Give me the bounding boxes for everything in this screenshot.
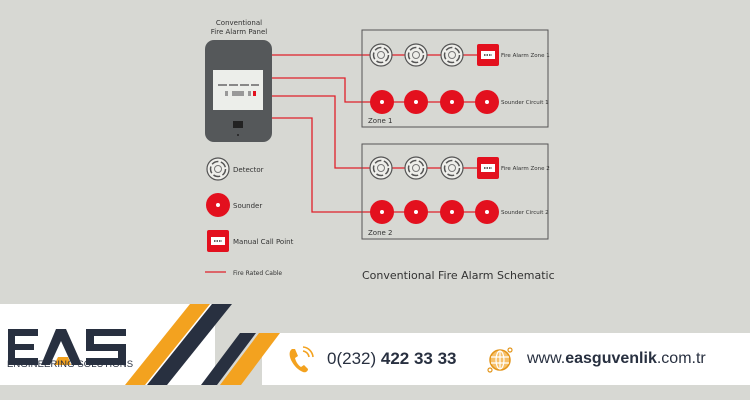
- logo-subtitle: ENGINEERING SOLUTIONS: [7, 359, 134, 370]
- zone1-sounder-label: Sounder Circuit 1: [501, 100, 549, 106]
- phone-icon: [289, 346, 314, 373]
- zone1-detector-label: Fire Alarm Zone 1: [501, 53, 550, 59]
- zone2-box: [361, 143, 549, 240]
- cable-zone1-sounders: [272, 77, 372, 103]
- zone2-label: Zone 2: [368, 229, 393, 237]
- sounder-icon: [370, 200, 394, 224]
- zone2-sounder-label: Sounder Circuit 2: [501, 210, 549, 216]
- sounder-icon: [440, 90, 464, 114]
- sounder-icon: [440, 200, 464, 224]
- detector-icon: [440, 43, 464, 67]
- legend-detector-label: Detector: [233, 166, 264, 174]
- sounder-icon: [404, 90, 428, 114]
- phone-prefix: 0(232): [327, 349, 381, 368]
- sounder-icon: [370, 90, 394, 114]
- detector-icon: [369, 43, 393, 67]
- legend-detector-icon: [206, 157, 230, 181]
- website-link[interactable]: www.easguvenlik.com.tr: [527, 350, 706, 368]
- sounder-icon: [404, 200, 428, 224]
- detector-icon: [404, 43, 428, 67]
- zone1-label: Zone 1: [368, 117, 393, 125]
- detector-icon: [404, 156, 428, 180]
- diagram-caption: Conventional Fire Alarm Schematic: [362, 269, 555, 282]
- phone-number[interactable]: 0(232) 422 33 33: [327, 349, 457, 369]
- fire-alarm-schematic: Conventional Fire Alarm Panel Fire Alarm…: [205, 19, 555, 282]
- web-domain: easguvenlik: [565, 350, 657, 367]
- fire-alarm-panel: [205, 40, 272, 142]
- panel-title: Fire Alarm Panel: [211, 28, 267, 36]
- panel-title: Conventional: [216, 19, 262, 27]
- cable-zone2-detectors: [272, 95, 372, 169]
- manual-call-point-icon: [476, 43, 500, 67]
- manual-call-point-icon: [476, 156, 500, 180]
- sounder-icon: [475, 90, 499, 114]
- phone-main: 422 33 33: [380, 349, 457, 368]
- sounder-icon: [475, 200, 499, 224]
- detector-icon: [440, 156, 464, 180]
- legend-cable-label: Fire Rated Cable: [233, 270, 282, 277]
- detector-icon: [369, 156, 393, 180]
- cable-zone2-sounders: [272, 117, 372, 213]
- fire-rated-cables: [272, 54, 488, 213]
- legend-mcp-label: Manual Call Point: [233, 238, 294, 246]
- zone1-box: [361, 29, 549, 128]
- globe-icon: [487, 347, 513, 373]
- zone2-detector-label: Fire Alarm Zone 2: [501, 166, 550, 172]
- legend-sounder-icon: [206, 193, 230, 217]
- legend-manual-call-point-icon: [206, 229, 230, 253]
- legend-sounder-label: Sounder: [233, 202, 262, 210]
- eas-logo: [8, 329, 126, 365]
- web-suffix: .com.tr: [656, 350, 706, 367]
- web-prefix: www.: [527, 350, 566, 367]
